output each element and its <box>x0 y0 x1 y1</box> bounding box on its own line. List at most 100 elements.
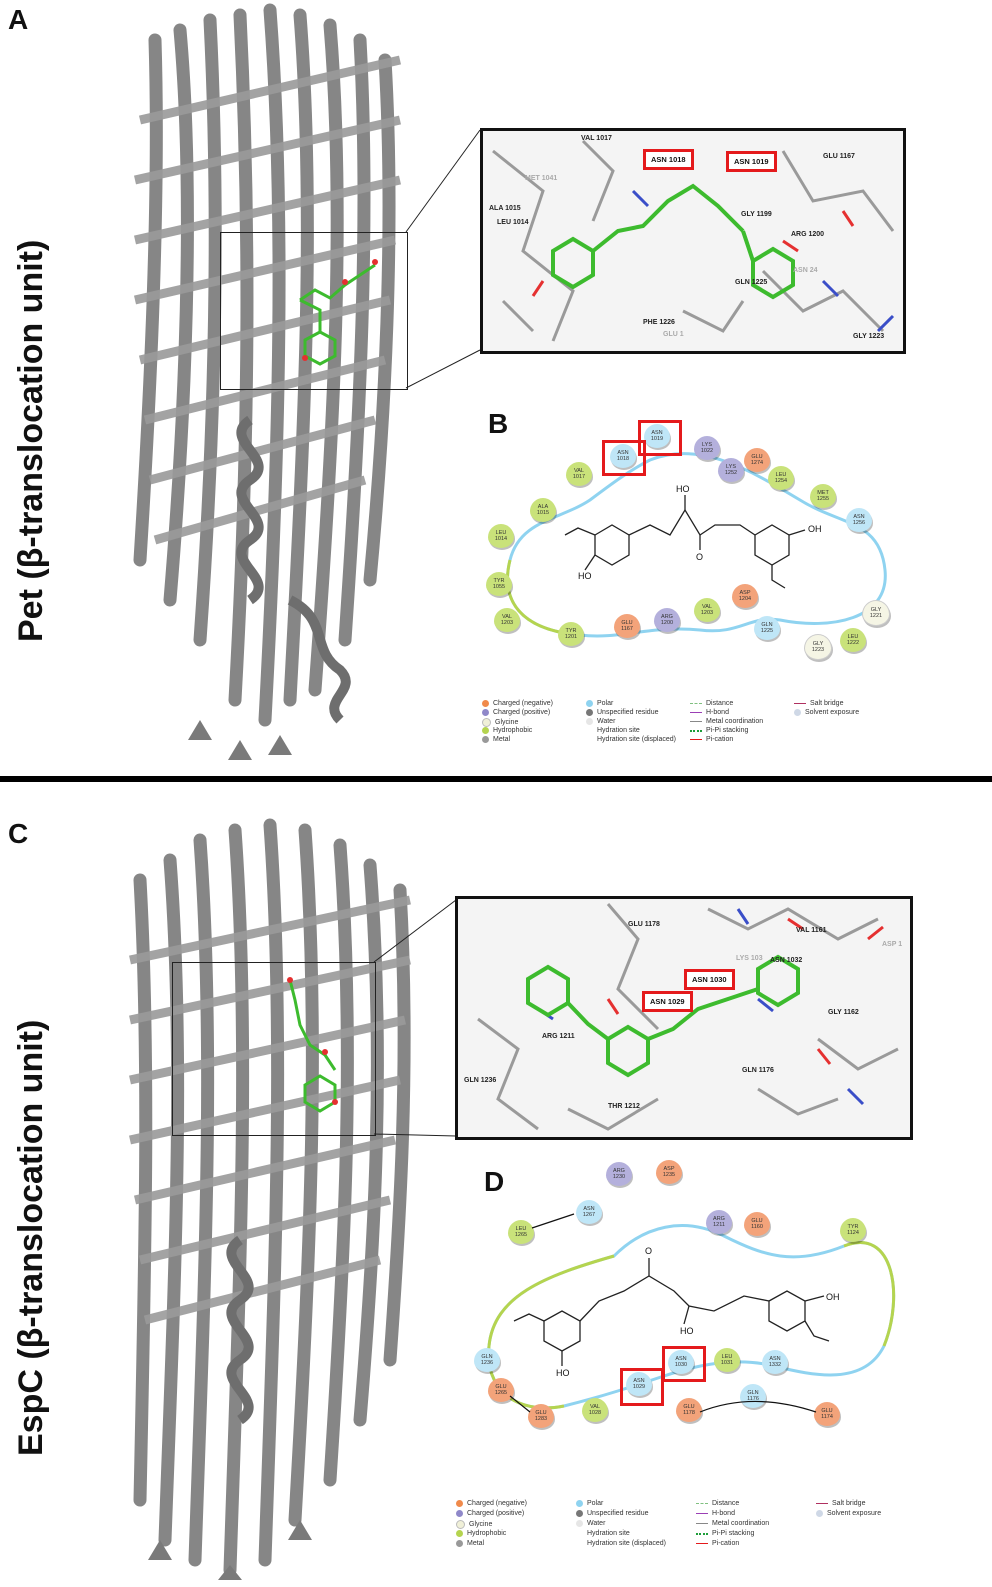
inset-sticks-pet <box>492 139 895 342</box>
zoom-connectors-a <box>405 129 481 389</box>
zoom-connectors-c <box>373 899 457 1137</box>
ligand-stick-c <box>287 977 338 1113</box>
legend-swatch <box>456 1540 463 1547</box>
legend-swatch <box>586 700 593 707</box>
inset-label: LEU 1014 <box>497 219 529 226</box>
inset-label: VAL 1017 <box>581 135 612 142</box>
legend-swatch <box>456 1510 463 1517</box>
legend-swatch <box>576 1500 583 1507</box>
legend-swatch <box>576 1520 583 1527</box>
highlight-box-asn1018 <box>602 440 646 476</box>
inset-closeup-pet: VAL 1017 GLU 1167 MET 1041 ALA 1015 LEU … <box>480 128 906 354</box>
legend-swatch <box>482 709 489 716</box>
legend-line <box>696 1543 708 1544</box>
atom-label: OH <box>826 1292 840 1302</box>
atom-label: HO <box>680 1326 694 1336</box>
inset-label: MET 1041 <box>525 175 558 182</box>
inset-label: PHE 1226 <box>643 319 675 326</box>
highlighted-residue-asn1018: ASN 1018 <box>643 149 694 170</box>
inset-label: GLY 1162 <box>828 1009 859 1016</box>
highlight-box-asn1029 <box>620 1368 664 1406</box>
legend-line <box>696 1513 708 1514</box>
highlight-box-asn1019 <box>638 420 682 456</box>
inset-label: ASN 24 <box>793 267 818 274</box>
legend-swatch <box>456 1530 463 1537</box>
inset-label: GLY 1199 <box>741 211 772 218</box>
legend-line <box>696 1532 708 1535</box>
legend-swatch <box>482 700 489 707</box>
highlighted-residue-asn1030: ASN 1030 <box>684 969 735 990</box>
legend-swatch <box>816 1510 823 1517</box>
zoom-region-box-c <box>172 962 376 1136</box>
highlight-box-asn1030 <box>662 1346 706 1382</box>
inset-label: GLU 1 <box>663 331 684 338</box>
legend-swatch <box>794 709 801 716</box>
inset-label: GLU 1178 <box>628 921 660 928</box>
zoom-region-box-a <box>220 232 408 390</box>
atom-label: OH <box>808 524 822 534</box>
legend-line <box>696 1503 708 1504</box>
legend-swatch <box>576 1510 583 1517</box>
legend-line <box>690 712 702 713</box>
legend-line <box>794 703 806 704</box>
legend-swatch <box>586 718 593 725</box>
pocket-outline-b <box>506 452 887 638</box>
legend-line <box>816 1503 828 1504</box>
atom-label: O <box>645 1246 653 1256</box>
inset-label: GLN 1176 <box>742 1067 774 1074</box>
legend-swatch <box>456 1500 463 1507</box>
legend-swatch <box>482 718 491 727</box>
highlighted-residue-asn1019: ASN 1019 <box>726 151 777 172</box>
atom-label: HO <box>556 1368 570 1378</box>
inset-label: ARG 1200 <box>791 231 825 238</box>
inset-label: GLU 1167 <box>823 153 855 160</box>
inset-closeup-espc: GLU 1178 VAL 1161 LYS 103 ASN 1032 GLY 1… <box>455 896 913 1140</box>
inset-label: THR 1212 <box>608 1103 640 1110</box>
inset-sticks-espc <box>477 903 899 1131</box>
panel-letter-b: B <box>488 408 509 439</box>
inset-label: ARG 1211 <box>542 1033 575 1040</box>
protein-ribbon-espc <box>129 818 411 1580</box>
atom-label: HO <box>578 571 592 581</box>
panel-letter-d: D <box>484 1166 505 1197</box>
legend-b: Charged (negative) Charged (positive) Gl… <box>482 700 902 750</box>
inset-label: VAL 1161 <box>796 927 827 934</box>
inset-label: GLN 1236 <box>464 1077 497 1084</box>
legend-swatch <box>482 727 489 734</box>
legend-swatch <box>586 709 593 716</box>
atom-label: HO <box>676 484 690 494</box>
inset-label: GLY 1223 <box>853 333 885 340</box>
legend-line <box>690 721 702 722</box>
legend-line <box>690 703 702 704</box>
legend-swatch <box>482 736 489 743</box>
